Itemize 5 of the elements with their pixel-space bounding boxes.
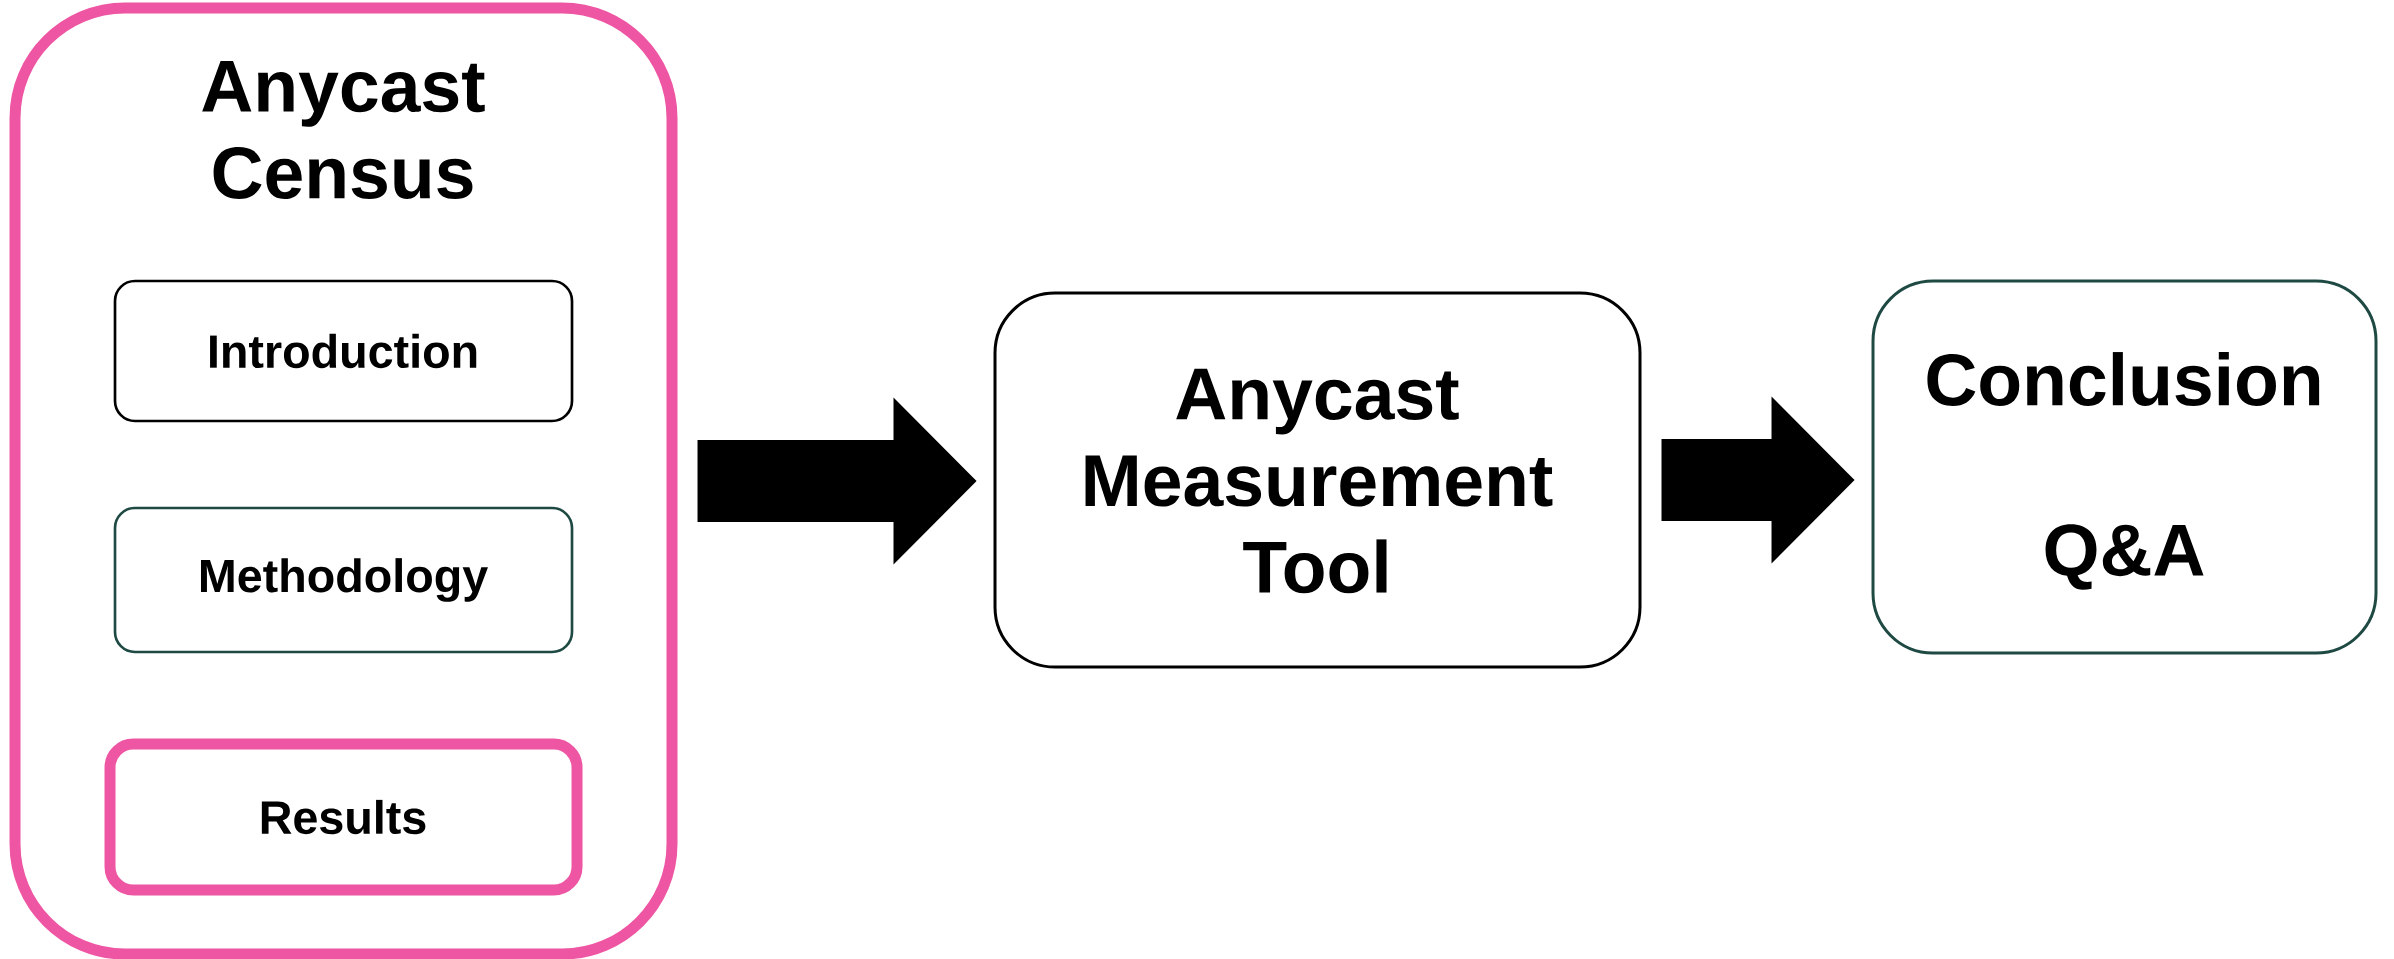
process-box: Conclusion Q&A (1871, 279, 2378, 655)
section-box: Results (104, 738, 583, 896)
section-box: Methodology (113, 506, 574, 654)
section-box: Introduction (113, 279, 574, 423)
process-box: Anycast Measurement Tool (993, 291, 1642, 669)
